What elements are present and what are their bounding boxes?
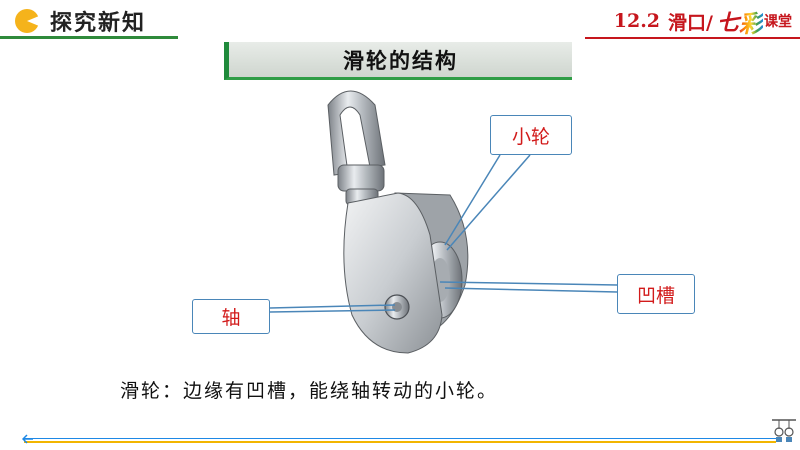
label-groove: 凹槽 — [617, 274, 695, 314]
label-small-wheel: 小轮 — [490, 115, 572, 155]
brand-logo-cai: 彩 — [739, 4, 763, 39]
pie-icon — [15, 9, 40, 33]
lesson-number: 12.2 — [613, 10, 661, 32]
lesson-header: 12.2 滑口/ 七 彩 课堂 — [613, 4, 792, 39]
definition-caption: 滑轮：边缘有凹槽，能绕轴转动的小轮。 — [120, 380, 499, 402]
footer-line-blue — [24, 438, 776, 439]
pulley-icon — [772, 419, 796, 442]
pulley-image — [327, 90, 469, 354]
brand-logo-qi: 七 — [716, 10, 739, 36]
header-left: 探究新知 — [0, 0, 180, 40]
footer-line-yellow — [24, 441, 776, 443]
header-underline — [0, 36, 178, 39]
section-title: 探究新知 — [50, 11, 147, 36]
arrow-left-icon[interactable] — [22, 433, 34, 445]
label-axle-text: 轴 — [221, 307, 241, 329]
label-small-wheel-text: 小轮 — [511, 125, 550, 148]
brand-ketang: 课堂 — [764, 14, 792, 30]
lesson-name: 滑口/ — [668, 11, 713, 34]
topic-banner: 滑轮的结构 — [224, 42, 572, 80]
header-right-underline — [585, 37, 800, 39]
banner-title: 滑轮的结构 — [343, 48, 458, 73]
label-axle: 轴 — [192, 299, 270, 334]
label-groove-text: 凹槽 — [636, 284, 675, 307]
